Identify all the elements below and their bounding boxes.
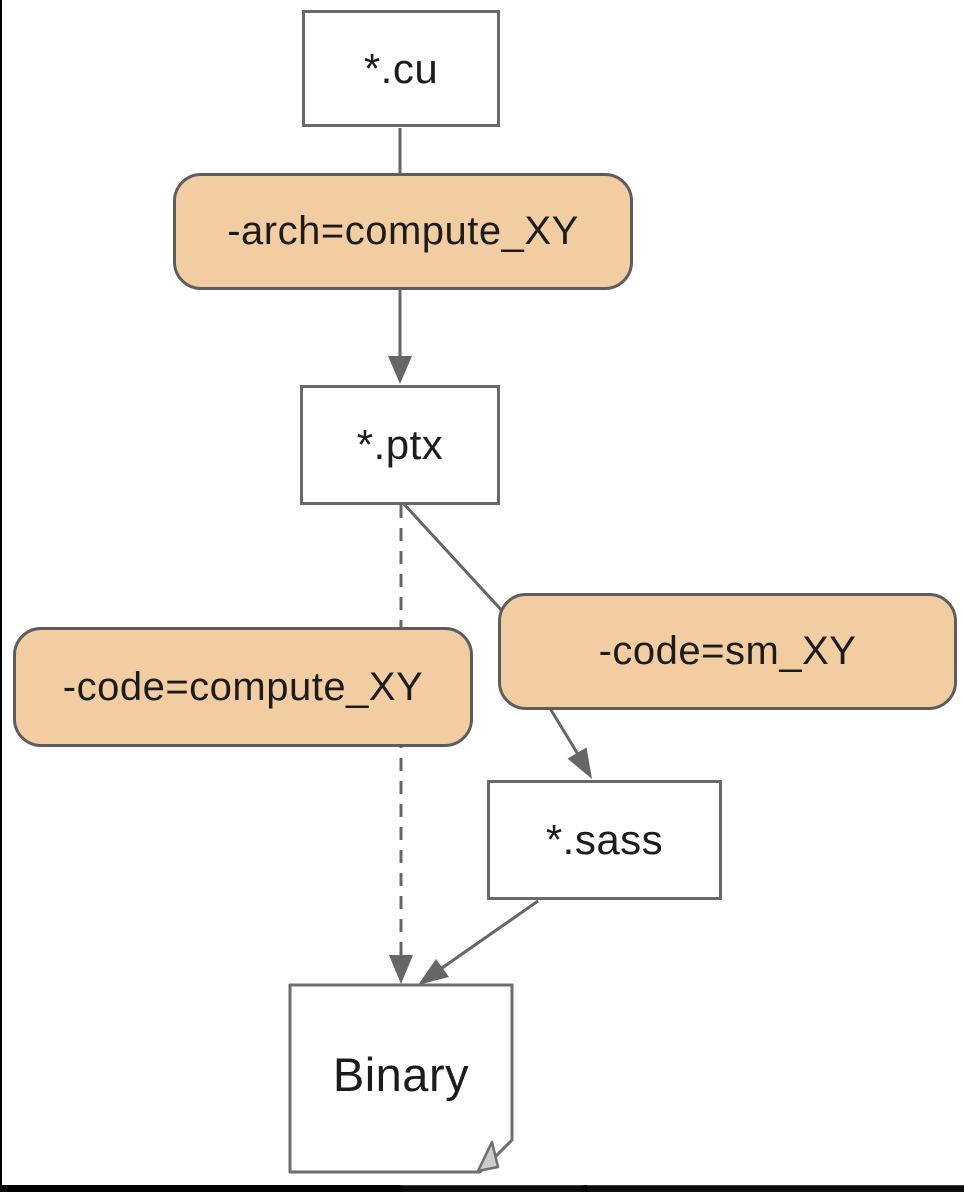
edge-arch-to-ptx [388,288,412,384]
note-fold-corner [476,1140,500,1173]
edge-codesm-to-sass [546,704,592,779]
node-cu-label: *.cu [363,44,439,92]
bottom-edge-bar [0,1185,964,1192]
node-binary: Binary [290,985,512,1163]
node-code-compute-flag-label: -code=compute_XY [62,664,424,709]
binary-note-shape [288,983,514,1174]
node-binary-label: Binary [332,1047,470,1101]
bottom-bar-segment [400,1185,584,1192]
node-ptx: *.ptx [300,385,500,505]
edge-ptx-to-codesm [401,501,518,628]
node-ptx-label: *.ptx [356,421,444,468]
node-code-sm-flag-label: -code=sm_XY [598,629,857,673]
node-cu: *.cu [302,10,500,127]
bottom-bar-segment [587,1185,964,1192]
edge-sass-to-binary [418,899,539,985]
node-sass-label: *.sass [545,816,664,863]
left-border-line [0,0,2,1192]
node-arch-flag-label: -arch=compute_XY [227,209,579,253]
node-arch-flag: -arch=compute_XY [173,173,633,290]
node-code-sm-flag: -code=sm_XY [498,593,957,710]
node-code-compute-flag: -code=compute_XY [13,627,473,747]
edge-ptx-to-binary-dashed [389,505,413,984]
node-sass: *.sass [487,780,722,900]
